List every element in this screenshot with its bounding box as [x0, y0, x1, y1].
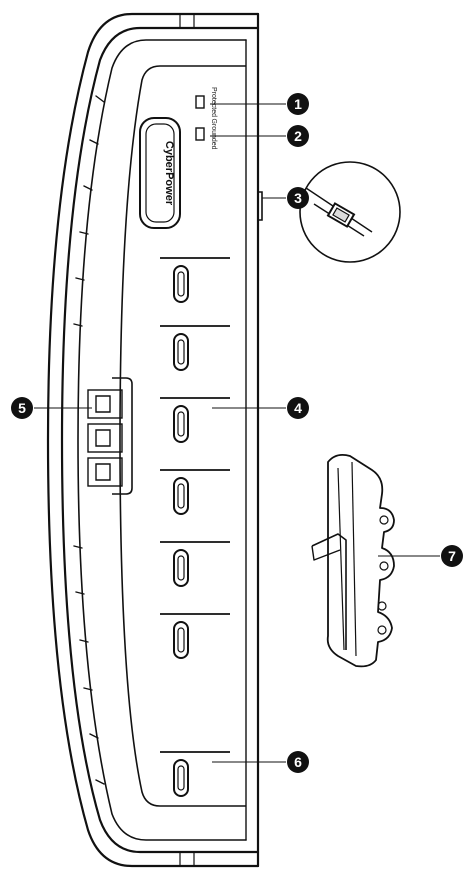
- callout-7: 7: [441, 545, 463, 567]
- indicator-protected-label: Protected: [210, 87, 217, 117]
- phone-jack: [87, 423, 123, 453]
- svg-text:2: 2: [294, 128, 302, 144]
- ground-slot: [173, 405, 189, 443]
- phone-jack-group: [87, 389, 123, 487]
- mounting-bracket: [311, 453, 395, 668]
- svg-text:7: 7: [448, 548, 456, 564]
- brand-logo-plate: CyberPower: [139, 117, 181, 229]
- svg-text:4: 4: [294, 400, 302, 416]
- ac-outlet: [160, 541, 230, 587]
- callout-5: 5: [11, 397, 33, 419]
- ground-slot: [173, 759, 189, 797]
- ac-outlet: [160, 325, 230, 371]
- outlet-group: [160, 257, 230, 797]
- ac-outlet: [160, 613, 230, 659]
- indicator-protected: Protected: [195, 87, 217, 117]
- ground-slot: [173, 621, 189, 659]
- ac-outlet: [160, 751, 230, 797]
- callout-6: 6: [287, 751, 309, 773]
- callout-2: 2: [287, 125, 309, 147]
- ground-slot: [173, 333, 189, 371]
- svg-text:6: 6: [294, 754, 302, 770]
- callout-3: 3: [287, 187, 309, 209]
- svg-text:3: 3: [294, 190, 302, 206]
- front-panel: [112, 65, 246, 807]
- brand-logo-text: CyberPower: [163, 141, 175, 206]
- callout-1: 1: [287, 93, 309, 115]
- switch-magnifier: [299, 161, 401, 263]
- phone-jack: [87, 389, 123, 419]
- ground-slot: [173, 265, 189, 303]
- phone-jack: [87, 457, 123, 487]
- callout-4: 4: [287, 397, 309, 419]
- ac-outlet: [160, 469, 230, 515]
- power-strip-housing: [46, 12, 260, 868]
- svg-text:5: 5: [18, 400, 26, 416]
- ac-outlet: [160, 257, 230, 303]
- svg-text:1: 1: [294, 96, 302, 112]
- ground-slot: [173, 549, 189, 587]
- leader-lines: [34, 103, 440, 763]
- indicator-grounded: Grounded: [195, 118, 217, 150]
- ground-slot: [173, 477, 189, 515]
- ac-outlet: [160, 397, 230, 443]
- indicator-grounded-label: Grounded: [210, 118, 217, 149]
- power-switch: [258, 191, 263, 221]
